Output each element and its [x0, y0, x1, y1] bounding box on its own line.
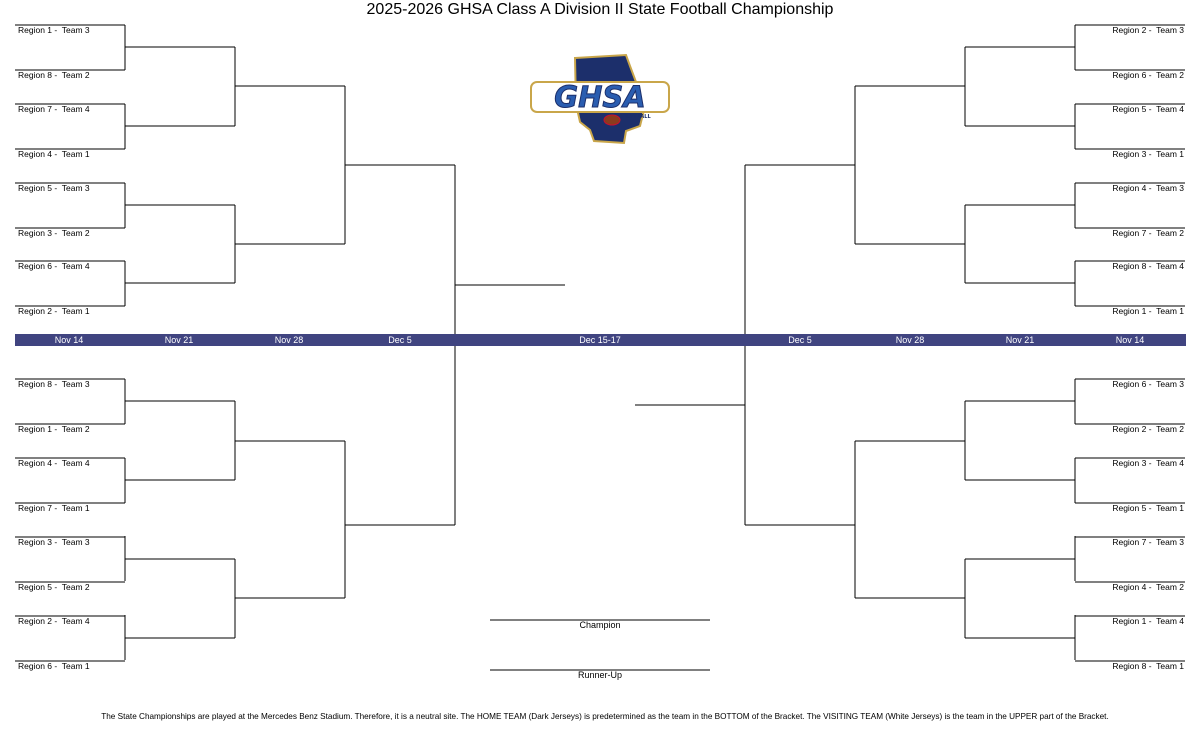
team-slot: Region 2 - Team 1: [18, 306, 90, 316]
team-slot: Region 8 - Team 4: [1112, 261, 1184, 271]
team-slot: Region 3 - Team 1: [1112, 149, 1184, 159]
team-slot: Region 6 - Team 4: [18, 261, 90, 271]
footnote: The State Championships are played at th…: [101, 712, 1109, 721]
round-date: Dec 5: [388, 335, 412, 345]
team-slot: Region 4 - Team 1: [18, 149, 90, 159]
logo-subtext: FOOTBALL: [621, 114, 651, 120]
team-slot: Region 7 - Team 1: [18, 503, 90, 513]
team-slot: Region 7 - Team 3: [1112, 537, 1184, 547]
team-slot: Region 8 - Team 2: [18, 70, 90, 80]
team-slot: Region 2 - Team 4: [18, 616, 90, 626]
team-slot: Region 1 - Team 1: [1112, 306, 1184, 316]
team-slot: Region 4 - Team 3: [1112, 183, 1184, 193]
team-slot: Region 5 - Team 3: [18, 183, 90, 193]
team-slot: Region 4 - Team 2: [1112, 582, 1184, 592]
runner-up-label: Runner-Up: [577, 670, 623, 680]
round-date: Nov 28: [895, 335, 925, 345]
team-slot: Region 7 - Team 2: [1112, 228, 1184, 238]
team-slot: Region 8 - Team 1: [1112, 661, 1184, 671]
team-slot: Region 2 - Team 3: [1112, 25, 1184, 35]
round-date: Nov 14: [1115, 335, 1145, 345]
team-slot: Region 3 - Team 2: [18, 228, 90, 238]
round-date: Nov 28: [274, 335, 304, 345]
round-date: Nov 21: [1005, 335, 1035, 345]
round-date: Dec 5: [788, 335, 812, 345]
team-slot: Region 5 - Team 1: [1112, 503, 1184, 513]
team-slot: Region 6 - Team 3: [1112, 379, 1184, 389]
round-date: Nov 21: [164, 335, 194, 345]
page-title: 2025-2026 GHSA Class A Division II State…: [366, 1, 834, 18]
champion-label: Champion: [579, 620, 621, 630]
team-slot: Region 5 - Team 4: [1112, 104, 1184, 114]
team-slot: Region 7 - Team 4: [18, 104, 90, 114]
logo-text: GHSA: [554, 80, 645, 114]
team-slot: Region 4 - Team 4: [18, 458, 90, 468]
team-slot: Region 3 - Team 3: [18, 537, 90, 547]
team-slot: Region 5 - Team 2: [18, 582, 90, 592]
football-icon: [603, 114, 621, 126]
ghsa-logo: GHSA FOOTBALL: [528, 52, 673, 152]
team-slot: Region 3 - Team 4: [1112, 458, 1184, 468]
round-dates-bar: Nov 14 Nov 21 Nov 28 Dec 5 Dec 15-17 Dec 5 Nov…: [15, 334, 1186, 346]
team-slot: Region 1 - Team 2: [18, 424, 90, 434]
round-date: Nov 14: [54, 335, 84, 345]
team-slot: Region 6 - Team 2: [1112, 70, 1184, 80]
round-date: Dec 15-17: [579, 335, 621, 345]
team-slot: Region 8 - Team 3: [18, 379, 90, 389]
team-slot: Region 1 - Team 3: [18, 25, 90, 35]
team-slot: Region 2 - Team 2: [1112, 424, 1184, 434]
team-slot: Region 6 - Team 1: [18, 661, 90, 671]
team-slot: Region 1 - Team 4: [1112, 616, 1184, 626]
